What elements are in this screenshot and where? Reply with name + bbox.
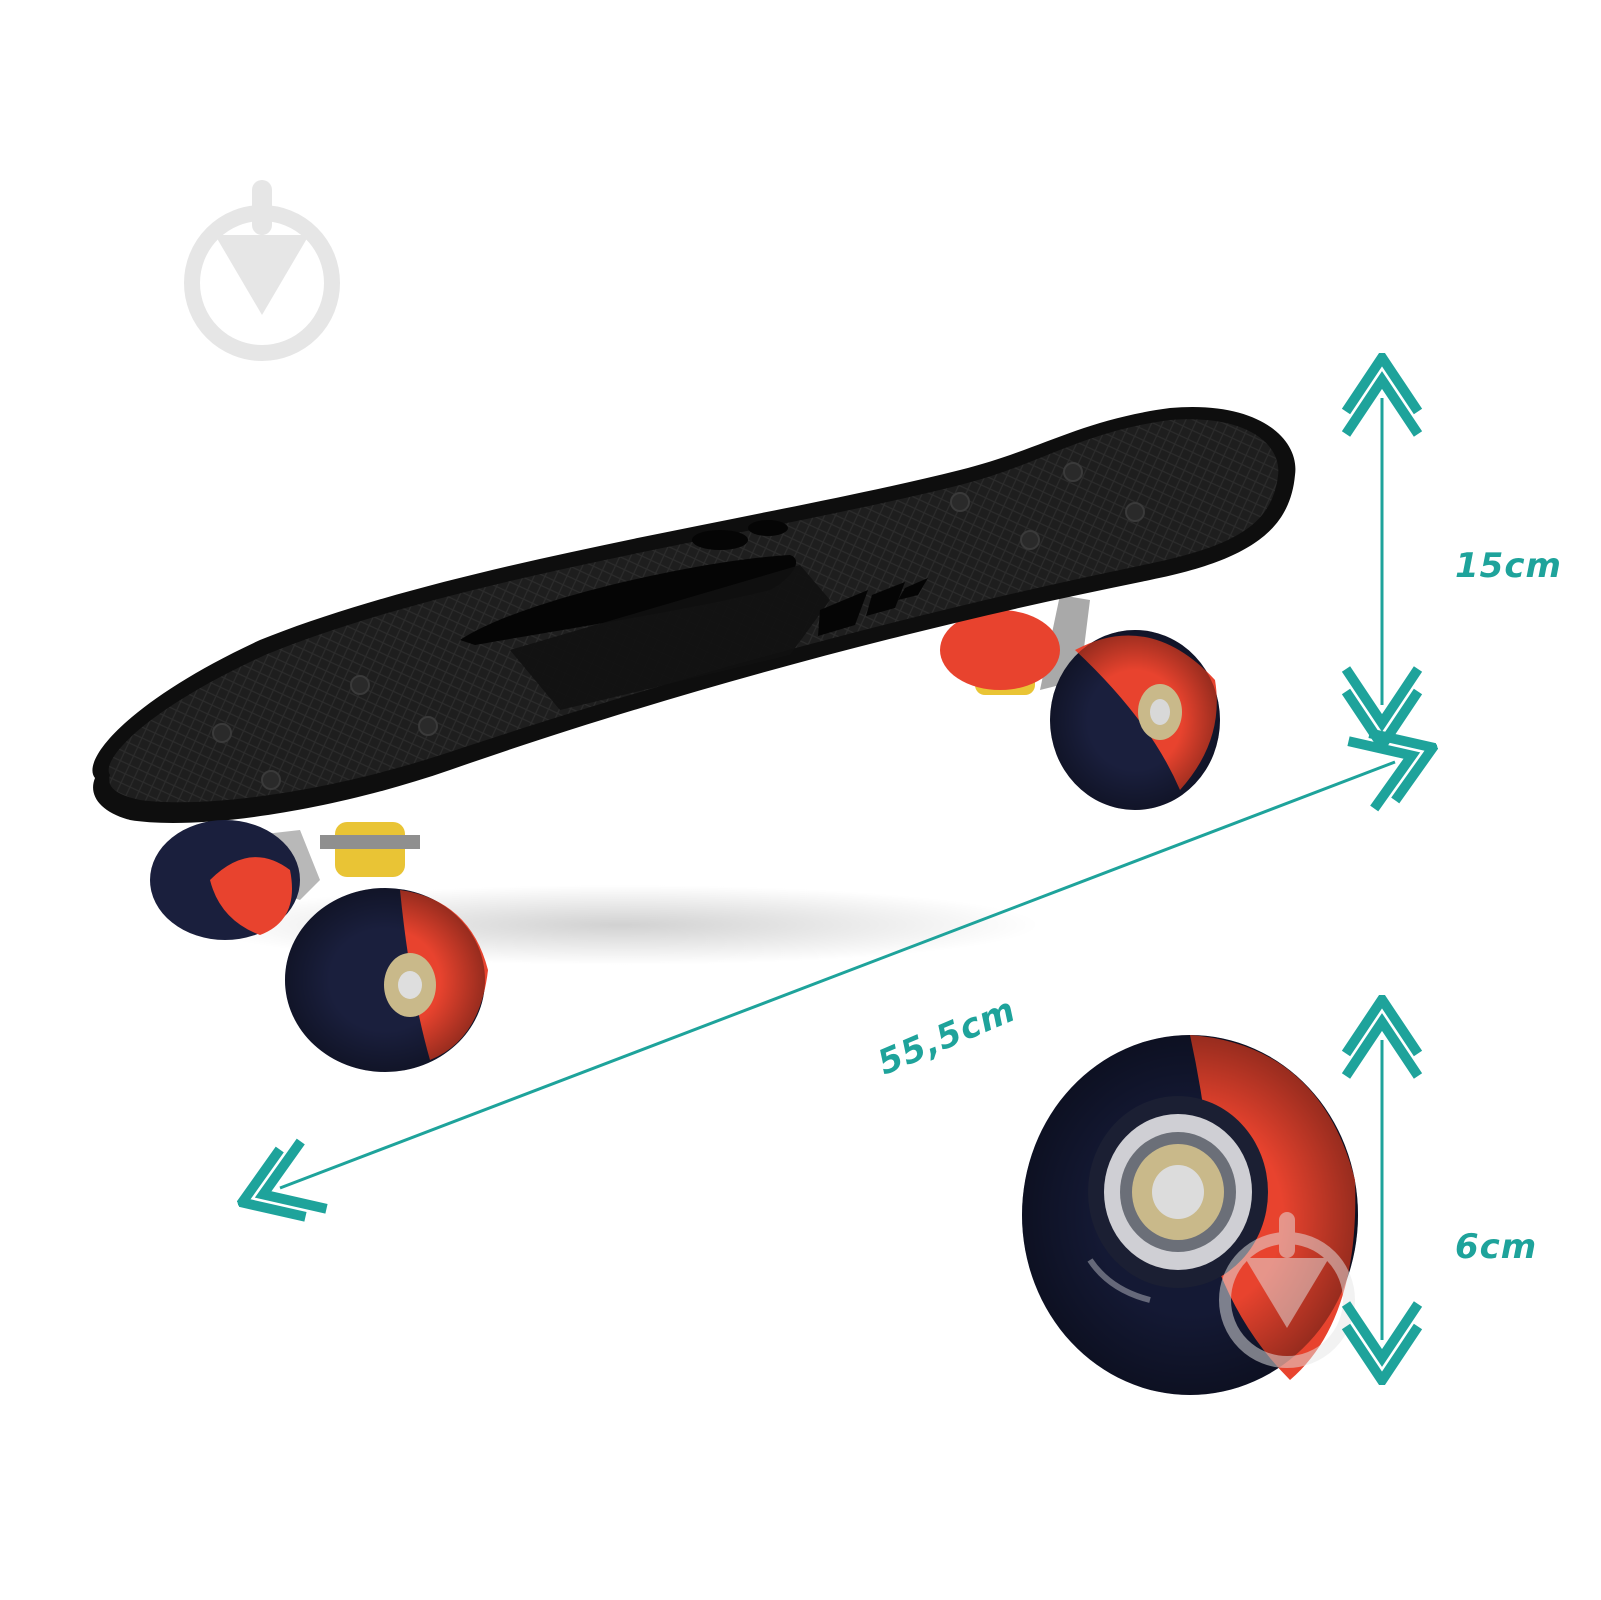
front-near-wheel: [285, 888, 488, 1072]
front-far-wheel: [150, 820, 300, 940]
wheel-diameter-label: 6cm: [1455, 1227, 1538, 1267]
skateboard-deck: [92, 406, 1296, 823]
pin-drop-watermark-icon: [184, 180, 340, 361]
rear-near-wheel: [1050, 630, 1220, 810]
wheel-closeup: [1022, 1035, 1358, 1395]
rear-far-wheel: [940, 610, 1060, 690]
length-dimension-line: [280, 762, 1395, 1188]
height-label: 15cm: [1455, 546, 1562, 586]
